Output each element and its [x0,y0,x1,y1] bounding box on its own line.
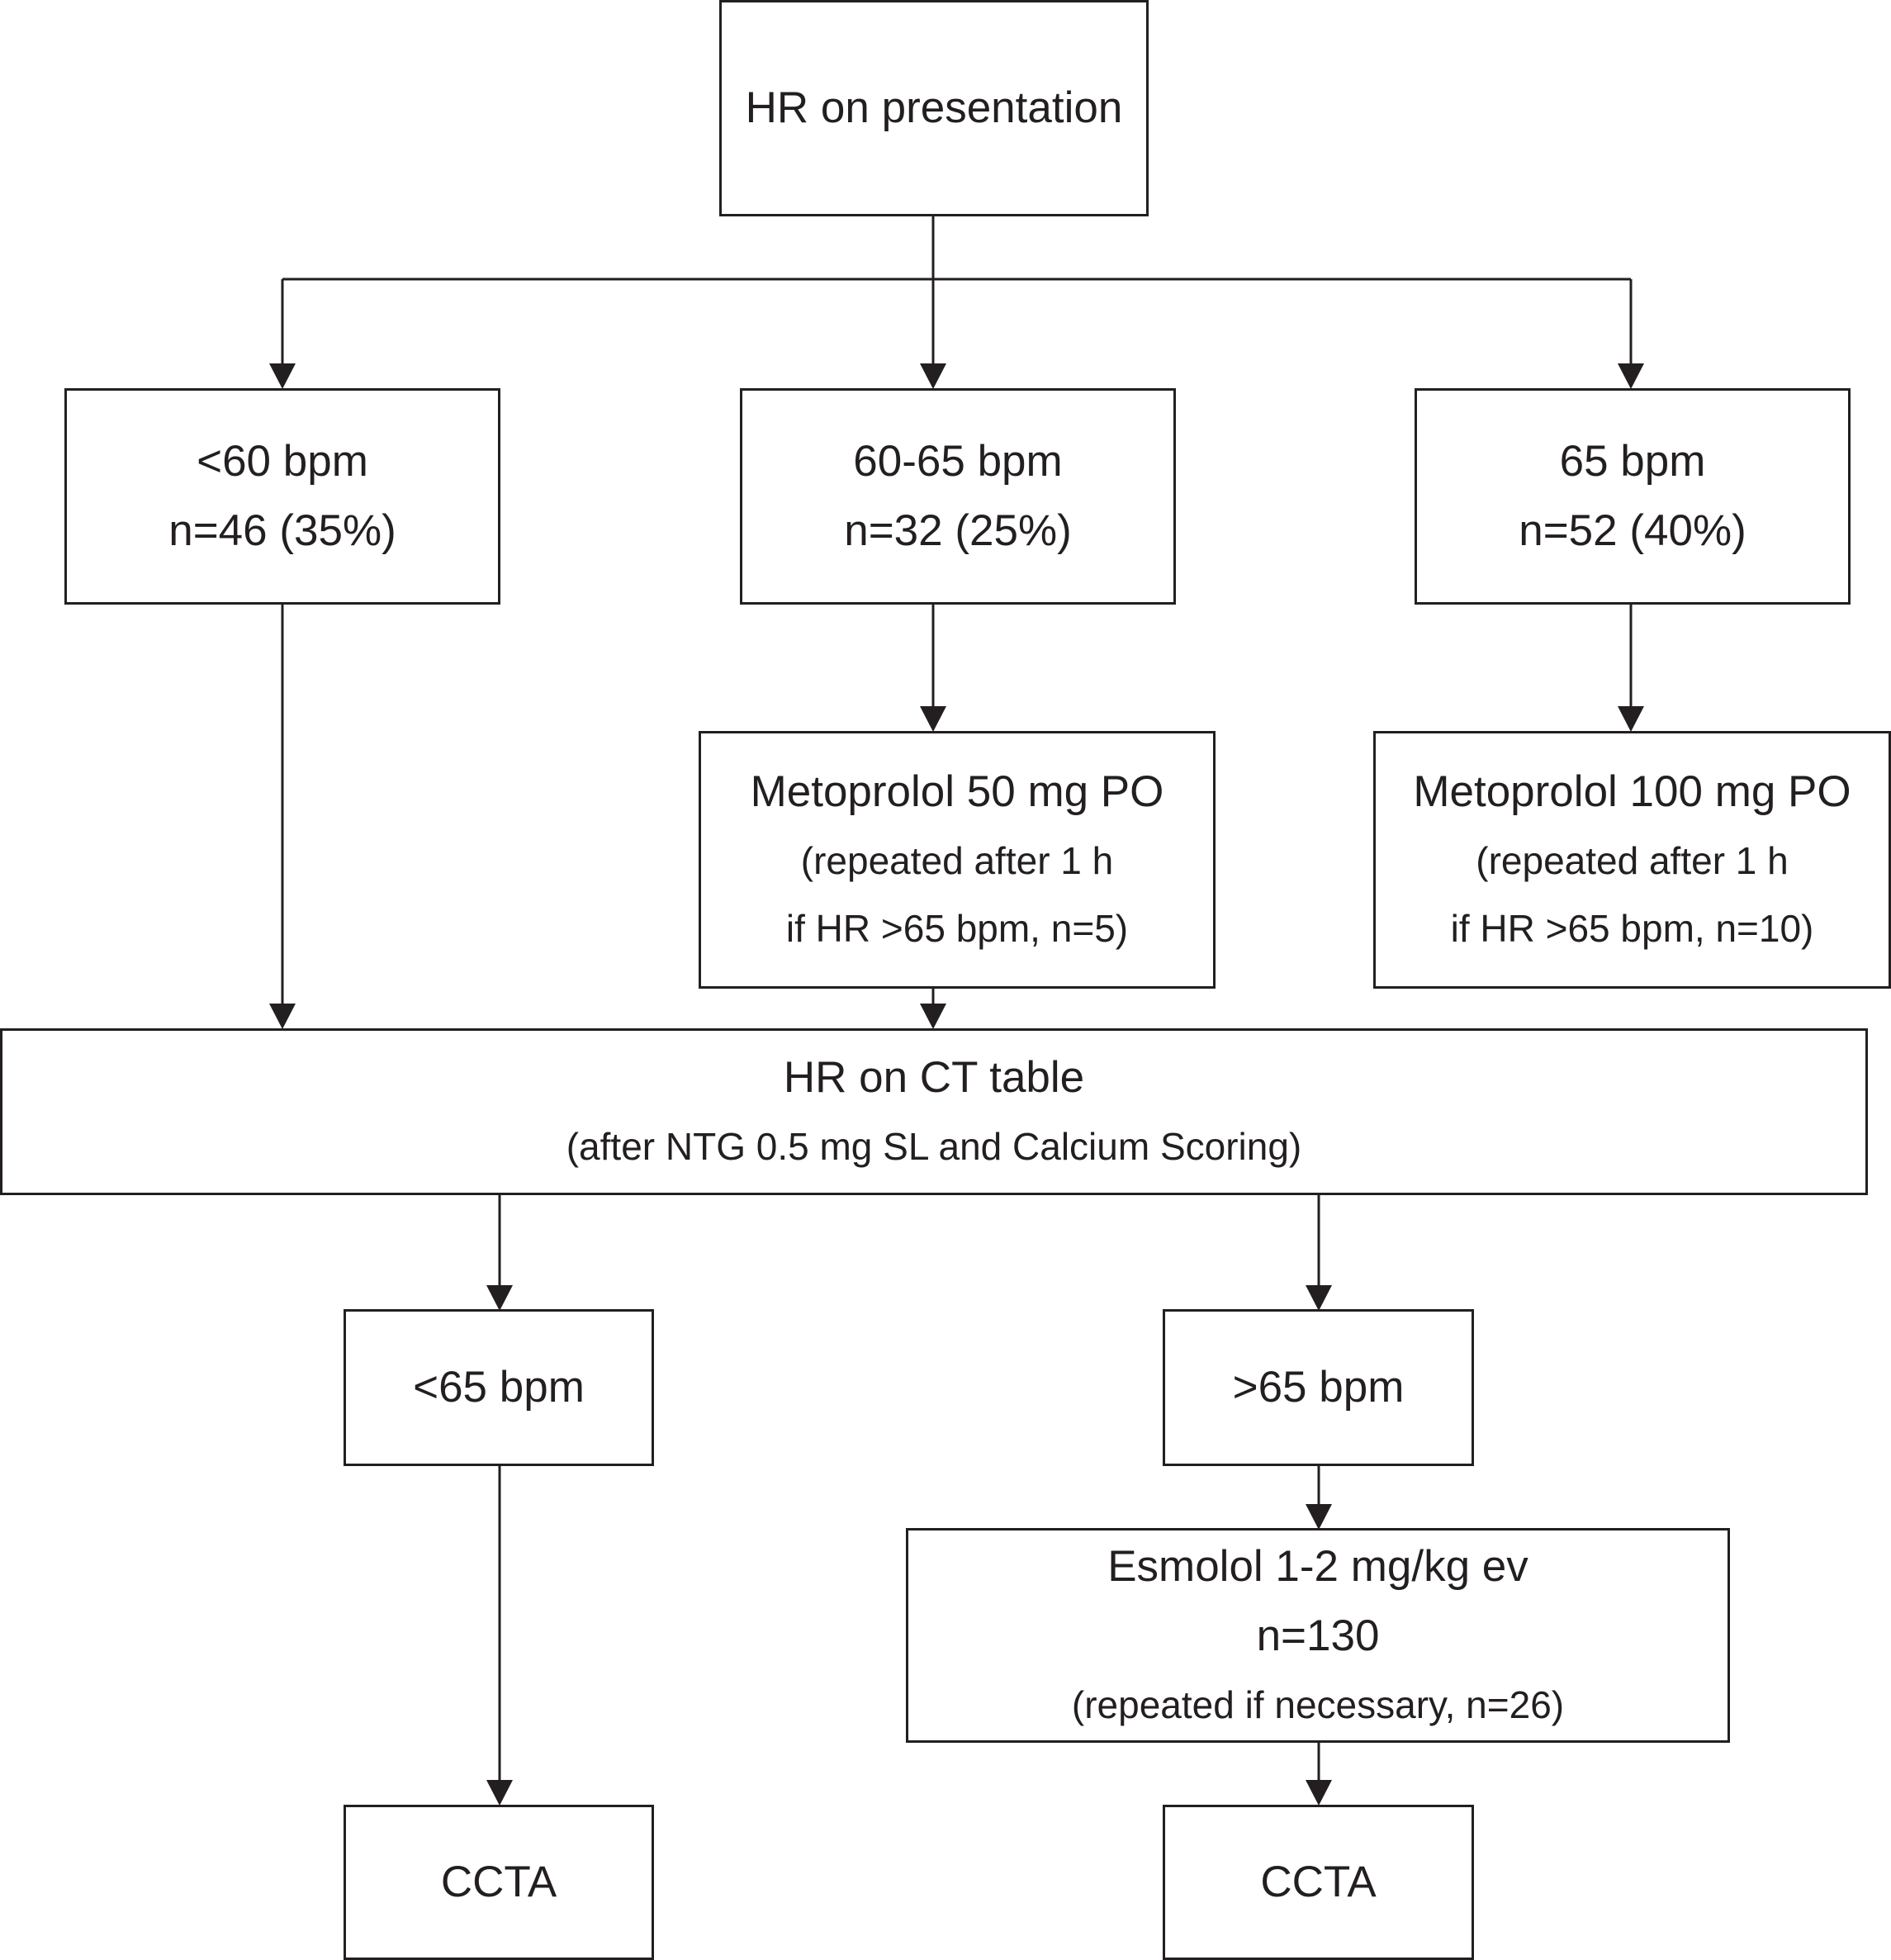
node-gt65-bpm: >65 bpm [1163,1309,1474,1466]
node-hr-on-ct-table: HR on CT table (after NTG 0.5 mg SL and … [0,1028,1868,1195]
arrowhead [1306,1504,1332,1530]
arrowhead [269,363,296,389]
node-note: (repeated if necessary, n=26) [1071,1683,1565,1726]
node-lt60-bpm: <60 bpm n=46 (35%) [64,388,500,605]
node-count: n=32 (25%) [844,506,1072,555]
arrowhead [269,1004,296,1029]
node-label: <65 bpm [413,1363,585,1412]
node-count: n=52 (40%) [1519,506,1746,555]
arrowhead [920,1004,946,1029]
node-label: HR on CT table [783,1053,1085,1102]
node-metoprolol-100: Metoprolol 100 mg PO (repeated after 1 h… [1373,731,1891,989]
node-hr-on-presentation: HR on presentation [719,0,1149,216]
arrowhead [486,1780,513,1806]
node-metoprolol-50: Metoprolol 50 mg PO (repeated after 1 h … [699,731,1216,989]
node-label: Metoprolol 50 mg PO [750,767,1164,816]
node-label: CCTA [1260,1858,1377,1906]
node-note: if HR >65 bpm, n=5) [785,907,1129,950]
node-count: n=130 [1256,1611,1380,1660]
node-60-65-bpm: 60-65 bpm n=32 (25%) [740,388,1176,605]
node-esmolol: Esmolol 1-2 mg/kg ev n=130 (repeated if … [906,1528,1730,1743]
node-label: Esmolol 1-2 mg/kg ev [1107,1542,1528,1591]
node-ccta-right: CCTA [1163,1805,1474,1960]
arrowhead [920,363,946,389]
node-label: HR on presentation [745,83,1123,132]
node-note: if HR >65 bpm, n=10) [1450,907,1814,950]
arrowhead [1306,1780,1332,1806]
node-ccta-left: CCTA [344,1805,654,1960]
node-label: 60-65 bpm [853,437,1063,486]
arrowhead [486,1285,513,1311]
arrowhead [1618,706,1644,732]
node-lt65-bpm: <65 bpm [344,1309,654,1466]
node-label: Metoprolol 100 mg PO [1413,767,1851,816]
node-65-bpm: 65 bpm n=52 (40%) [1415,388,1851,605]
arrowhead [1306,1285,1332,1311]
node-label: >65 bpm [1232,1363,1405,1412]
node-note: (repeated after 1 h [800,839,1114,882]
node-note: (repeated after 1 h [1476,839,1789,882]
arrowhead [1618,363,1644,389]
node-note: (after NTG 0.5 mg SL and Calcium Scoring… [566,1125,1302,1168]
node-label: 65 bpm [1559,437,1706,486]
node-count: n=46 (35%) [168,506,396,555]
node-label: <60 bpm [197,437,368,486]
node-label: CCTA [440,1858,557,1906]
arrowhead [920,706,946,732]
